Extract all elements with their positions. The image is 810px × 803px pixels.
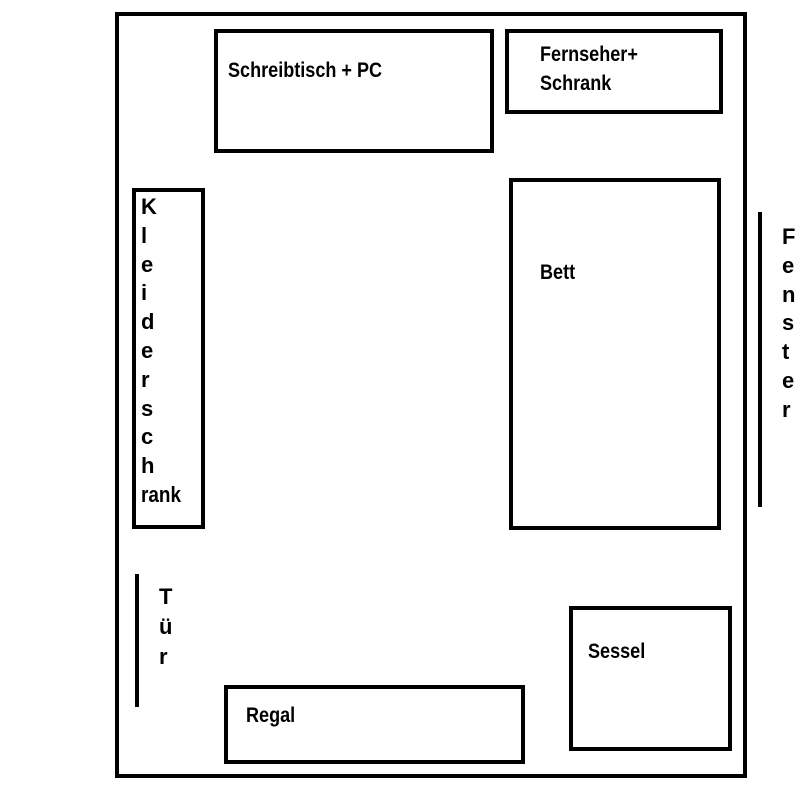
wardrobe-box xyxy=(132,188,205,529)
room-outline xyxy=(115,12,747,778)
window-letter: n xyxy=(782,281,796,307)
desk-label: Schreibtisch + PC xyxy=(228,59,383,82)
window-letter: F xyxy=(782,224,796,249)
window-letter: r xyxy=(782,396,791,422)
tv-cabinet-box xyxy=(505,29,723,114)
wardrobe-letter: l xyxy=(141,222,148,248)
window-letter: s xyxy=(782,310,795,336)
tv-cabinet-label-line1: Fernseher+ xyxy=(540,43,638,66)
wardrobe-letter: e xyxy=(141,251,154,277)
wardrobe-letter: c xyxy=(141,424,154,450)
bed-label: Bett xyxy=(540,261,576,284)
shelf-box xyxy=(224,685,525,764)
tv-cabinet-label-line2: Schrank xyxy=(540,72,612,95)
door-letter: ü xyxy=(159,614,173,639)
wardrobe-letter: h xyxy=(141,453,155,479)
wardrobe-label: K l e i d e r s c h rank xyxy=(141,193,187,510)
wardrobe-letter: s xyxy=(141,395,154,421)
door-label: T ü r xyxy=(159,582,172,672)
window-letter: e xyxy=(782,252,795,278)
bed-box xyxy=(509,178,721,530)
window-label: F e n s t e r xyxy=(782,223,795,425)
armchair-label: Sessel xyxy=(588,640,646,663)
shelf-label: Regal xyxy=(246,704,296,727)
wardrobe-letter: e xyxy=(141,337,154,363)
window-line xyxy=(758,212,762,507)
window-letter: e xyxy=(782,367,795,393)
wardrobe-letter: rank xyxy=(141,481,181,507)
door-line xyxy=(135,574,139,707)
wardrobe-letter: K xyxy=(141,194,157,219)
door-letter: T xyxy=(159,584,173,609)
wardrobe-letter: i xyxy=(141,280,148,306)
window-letter: t xyxy=(782,339,790,365)
desk-box xyxy=(214,29,494,153)
door-letter: r xyxy=(159,644,168,669)
wardrobe-letter: d xyxy=(141,309,155,335)
wardrobe-letter: r xyxy=(141,366,150,392)
armchair-box xyxy=(569,606,732,751)
